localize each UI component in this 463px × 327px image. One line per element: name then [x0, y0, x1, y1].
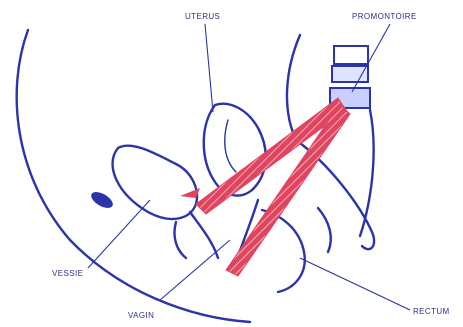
leader-promontoire	[352, 24, 390, 92]
mesh-band-anterior	[196, 98, 346, 214]
body-outline	[17, 30, 250, 322]
posterior-outline	[287, 35, 300, 140]
leader-rectum	[300, 258, 410, 310]
uterus-fold	[225, 120, 236, 172]
leader-uterus	[205, 24, 213, 112]
spine-back	[360, 110, 374, 236]
leader-vessie	[88, 200, 150, 268]
rectum-wall	[318, 208, 331, 252]
vagina-wall-front	[190, 212, 218, 258]
vertebra-upper	[334, 46, 368, 64]
label-rectum: RECTUM	[413, 307, 450, 316]
leader-vagin	[160, 240, 230, 300]
label-uterus: UTERUS	[185, 12, 220, 21]
label-vagin: VAGIN	[128, 311, 154, 320]
label-vessie: VESSIE	[52, 269, 83, 278]
ovary-mark	[89, 189, 116, 211]
bladder-neck	[174, 222, 186, 258]
bladder-shape	[113, 146, 197, 219]
label-promontoire: PROMONTOIRE	[352, 12, 417, 21]
mesh-band-posterior	[226, 104, 350, 276]
